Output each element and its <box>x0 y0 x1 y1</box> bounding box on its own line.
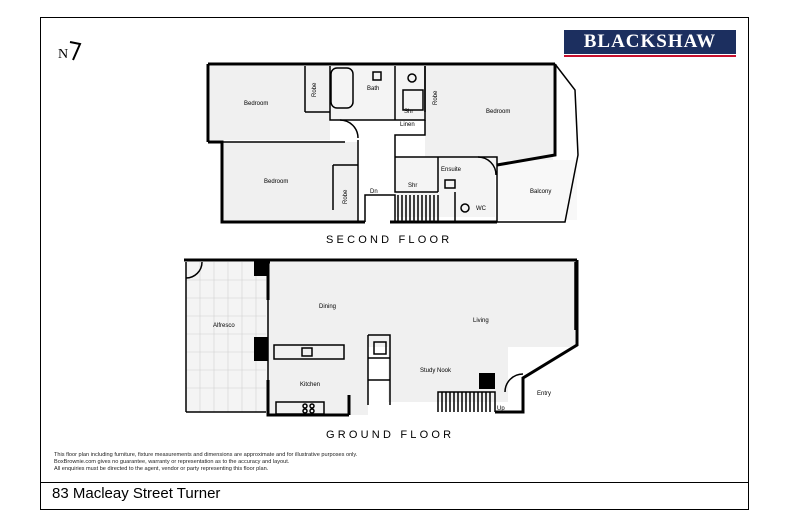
room-robe-3: Robe <box>343 189 349 204</box>
ground-floor-title: GROUND FLOOR <box>326 429 455 441</box>
second-floor-plan: Bedroom Robe Bath Shr Robe Bedroom Linen… <box>206 62 579 224</box>
room-bedroom-2: Bedroom <box>486 109 510 115</box>
room-study-nook: Study Nook <box>420 368 452 374</box>
room-linen: Linen <box>400 122 415 128</box>
room-shower-1: Shr <box>404 109 413 115</box>
footer-divider <box>40 482 749 483</box>
room-ensuite: Ensuite <box>441 167 462 173</box>
room-kitchen: Kitchen <box>300 382 320 388</box>
room-entry: Entry <box>537 391 551 397</box>
room-robe-1: Robe <box>312 82 318 97</box>
room-bedroom-3: Bedroom <box>264 179 288 185</box>
second-floor-title: SECOND FLOOR <box>326 234 453 246</box>
room-shower-2: Shr <box>408 183 417 189</box>
page-frame <box>40 17 749 510</box>
property-address: 83 Macleay Street Turner <box>52 485 221 502</box>
stairs-down-label: Dn <box>370 189 378 195</box>
disclaimer-line-1: This floor plan including furniture, fix… <box>54 452 358 458</box>
room-robe-2: Robe <box>433 90 439 105</box>
ground-floor-plan: Alfresco Dining Living Kitchen Study Noo… <box>184 258 579 417</box>
room-alfresco: Alfresco <box>213 323 235 329</box>
room-bedroom-1: Bedroom <box>244 101 268 107</box>
brand-logo: BLACKSHAW <box>564 30 736 57</box>
disclaimer-line-2: BoxBrownie.com gives no guarantee, warra… <box>54 459 290 465</box>
room-balcony: Balcony <box>530 189 551 195</box>
north-label: N <box>58 47 68 62</box>
room-dining: Dining <box>319 304 336 310</box>
disclaimer-line-3: All enquiries must be directed to the ag… <box>54 466 269 472</box>
stairs-up-label: Up <box>497 406 505 412</box>
disclaimer: This floor plan including furniture, fix… <box>54 452 357 473</box>
north-arrow-icon: N <box>58 38 84 69</box>
room-wc: WC <box>476 206 487 212</box>
room-living: Living <box>473 318 489 324</box>
room-bath: Bath <box>367 86 379 92</box>
